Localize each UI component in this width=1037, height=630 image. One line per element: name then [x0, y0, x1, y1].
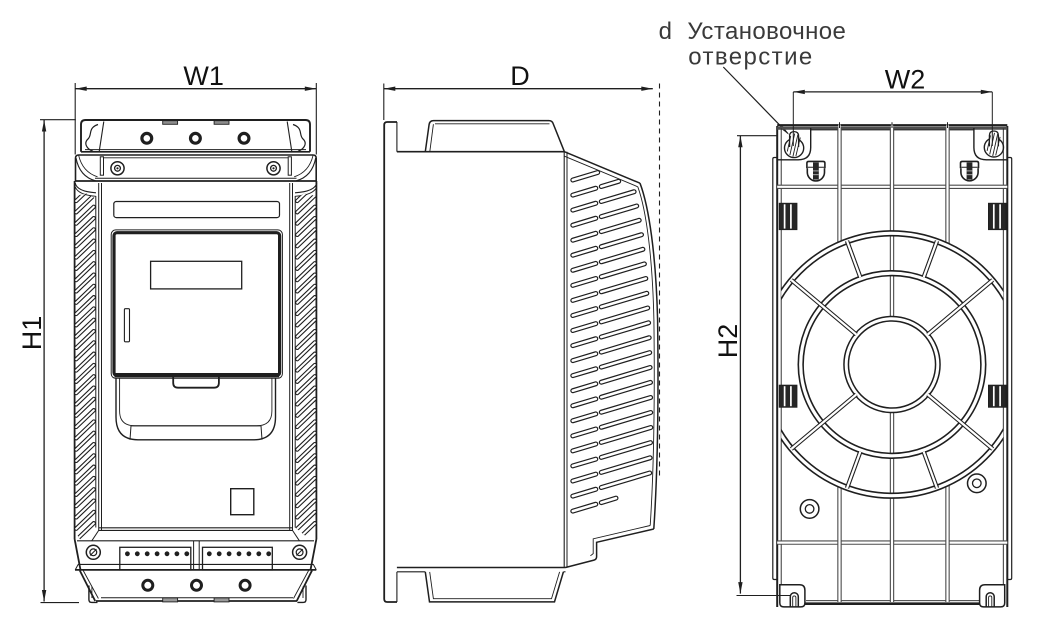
svg-text:D: D — [510, 61, 530, 91]
svg-text:d: d — [659, 18, 672, 45]
svg-text:отверстие: отверстие — [688, 44, 813, 71]
svg-text:H1: H1 — [17, 316, 47, 351]
svg-text:W1: W1 — [183, 61, 224, 91]
svg-text:W2: W2 — [885, 64, 926, 94]
svg-text:H2: H2 — [713, 324, 743, 359]
svg-text:Установочное: Установочное — [687, 18, 846, 45]
